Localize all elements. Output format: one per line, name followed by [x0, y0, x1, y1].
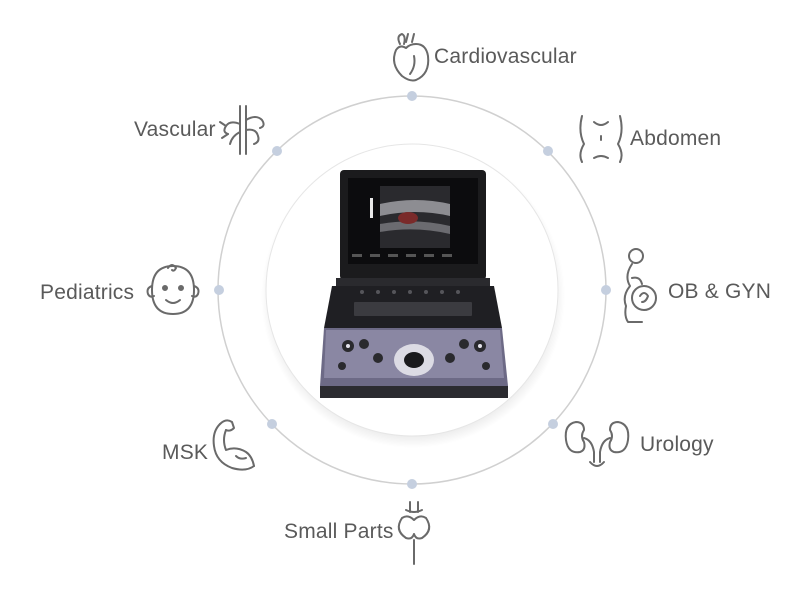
- vessels-icon: [218, 104, 270, 156]
- node-msk: [267, 419, 277, 429]
- pregnancy-icon: [614, 246, 664, 326]
- abdomen-icon: [574, 112, 628, 166]
- label-abdomen: Abdomen: [630, 127, 722, 150]
- node-abdomen: [543, 146, 553, 156]
- thyroid-icon: [392, 500, 436, 566]
- kidneys-icon: [562, 416, 632, 472]
- node-obgyn: [601, 285, 611, 295]
- node-pediatrics: [214, 285, 224, 295]
- node-cardiovascular: [407, 91, 417, 101]
- muscle-arm-icon: [206, 416, 262, 476]
- node-vascular: [272, 146, 282, 156]
- node-small-parts: [407, 479, 417, 489]
- ring-nodes: [214, 91, 611, 489]
- label-urology: Urology: [640, 433, 714, 456]
- label-cardiovascular: Cardiovascular: [434, 45, 577, 68]
- label-vascular: Vascular: [134, 118, 216, 141]
- ultrasound-device-image: [318, 168, 510, 402]
- label-pediatrics: Pediatrics: [40, 281, 135, 304]
- label-msk: MSK: [162, 441, 209, 464]
- heart-icon: [386, 30, 440, 84]
- label-obgyn: OB & GYN: [668, 280, 772, 303]
- label-small-parts: Small Parts: [284, 520, 394, 543]
- node-urology: [548, 419, 558, 429]
- baby-face-icon: [142, 260, 204, 320]
